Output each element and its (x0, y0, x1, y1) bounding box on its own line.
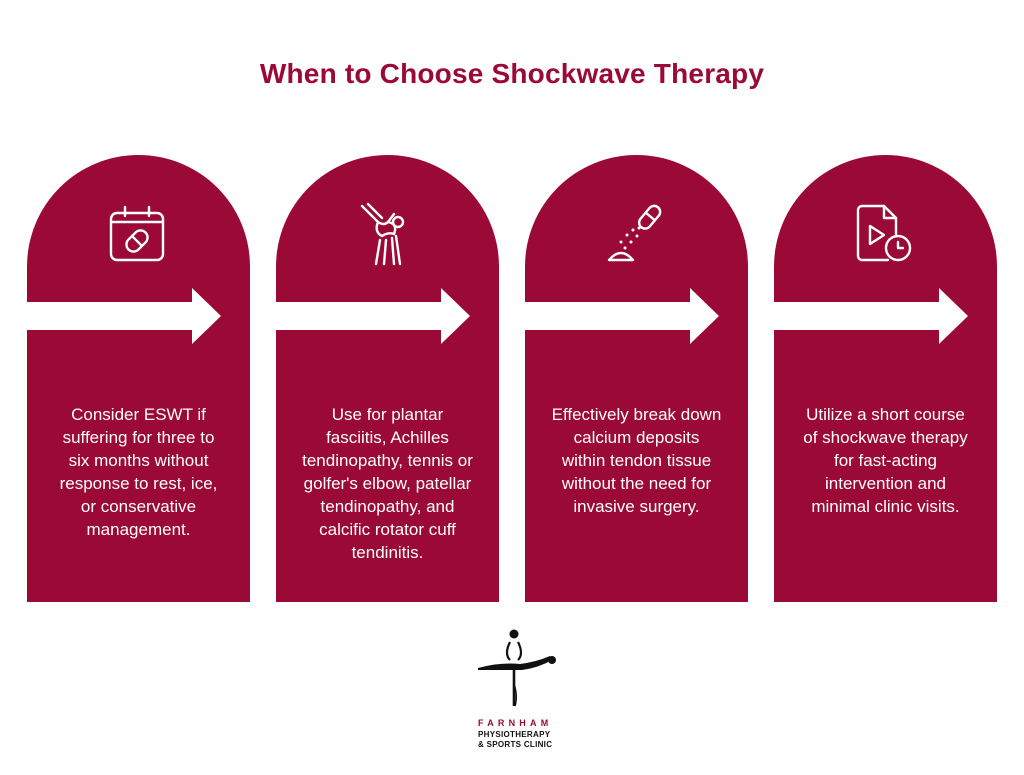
video-clock-icon (852, 202, 916, 266)
card-2-text: Use for plantar fasciitis, Achilles tend… (302, 405, 473, 562)
card-2: Use for plantar fasciitis, Achilles tend… (276, 155, 499, 602)
arrow-right-icon (525, 288, 748, 348)
calcium-powder-icon (603, 202, 667, 266)
arrow-right-icon (27, 288, 250, 348)
card-4: Utilize a short course of shockwave ther… (774, 155, 997, 602)
card-3: Effectively break down calcium deposits … (525, 155, 748, 602)
logo-line-1: PHYSIOTHERAPY (478, 730, 551, 739)
card-1-text: Consider ESWT if suffering for three to … (59, 405, 218, 539)
logo-line-2: & SPORTS CLINIC (478, 740, 553, 749)
knee-joint-icon (354, 202, 418, 266)
card-3-text: Effectively break down calcium deposits … (551, 405, 722, 516)
logo-clinic-name: FARNHAM (478, 718, 553, 728)
arrow-right-icon (774, 288, 997, 348)
clinic-logo-icon (470, 626, 560, 766)
card-1: Consider ESWT if suffering for three to … (27, 155, 250, 602)
arrow-right-icon (276, 288, 499, 348)
page-title: When to Choose Shockwave Therapy (259, 58, 765, 89)
calendar-pill-icon (105, 202, 169, 266)
card-4-text: Utilize a short course of shockwave ther… (803, 405, 968, 516)
